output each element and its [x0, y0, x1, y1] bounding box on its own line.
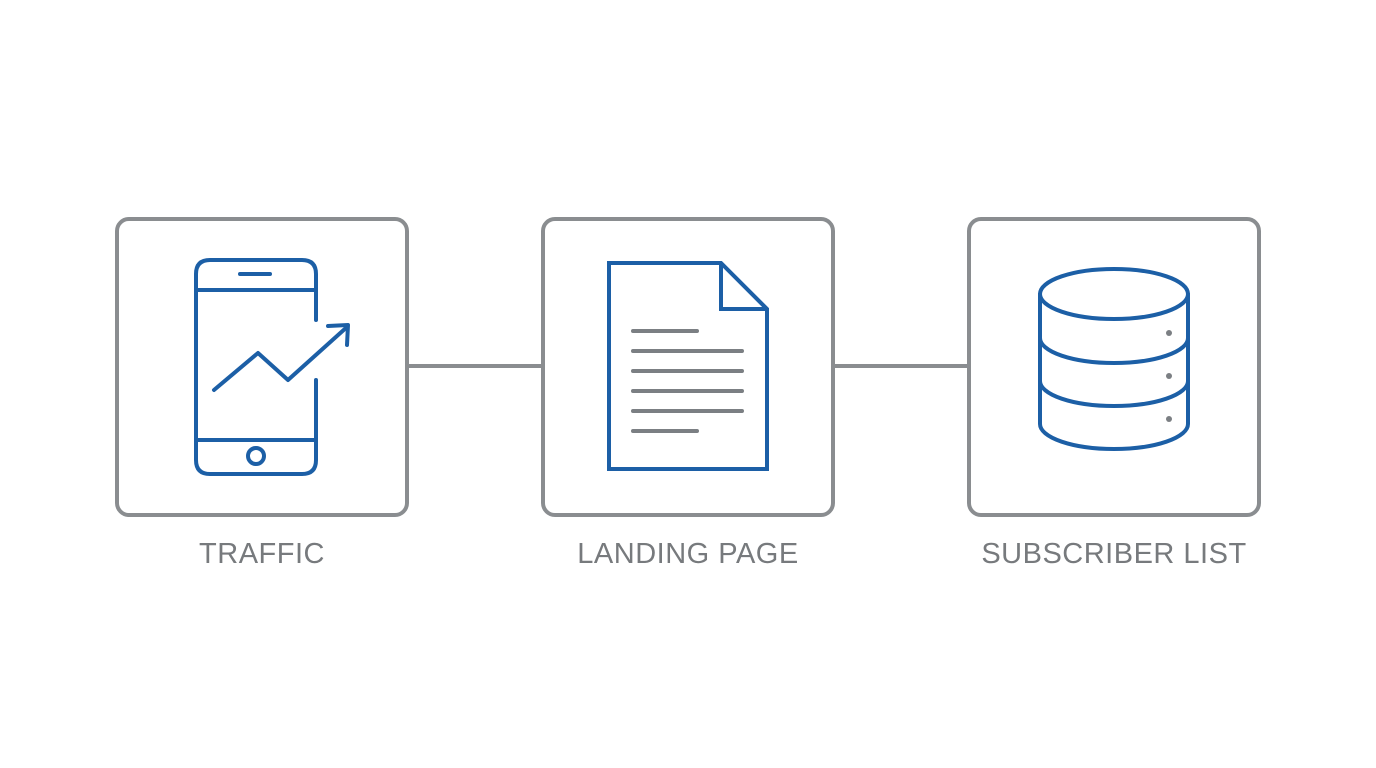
- node-frame-traffic: [115, 217, 409, 517]
- connector-landing-page-to-subscriber-list: [828, 348, 974, 384]
- document-icon: [607, 261, 769, 471]
- node-label-landing-page: LANDING PAGE: [577, 538, 799, 570]
- node-label-traffic: TRAFFIC: [199, 538, 325, 570]
- connector-traffic-to-landing-page: [402, 348, 548, 384]
- database-icon: [1038, 267, 1190, 451]
- smartphone-trend-icon: [194, 258, 350, 476]
- node-label-subscriber-list: SUBSCRIBER LIST: [981, 538, 1247, 570]
- node-frame-subscriber-list: [967, 217, 1261, 517]
